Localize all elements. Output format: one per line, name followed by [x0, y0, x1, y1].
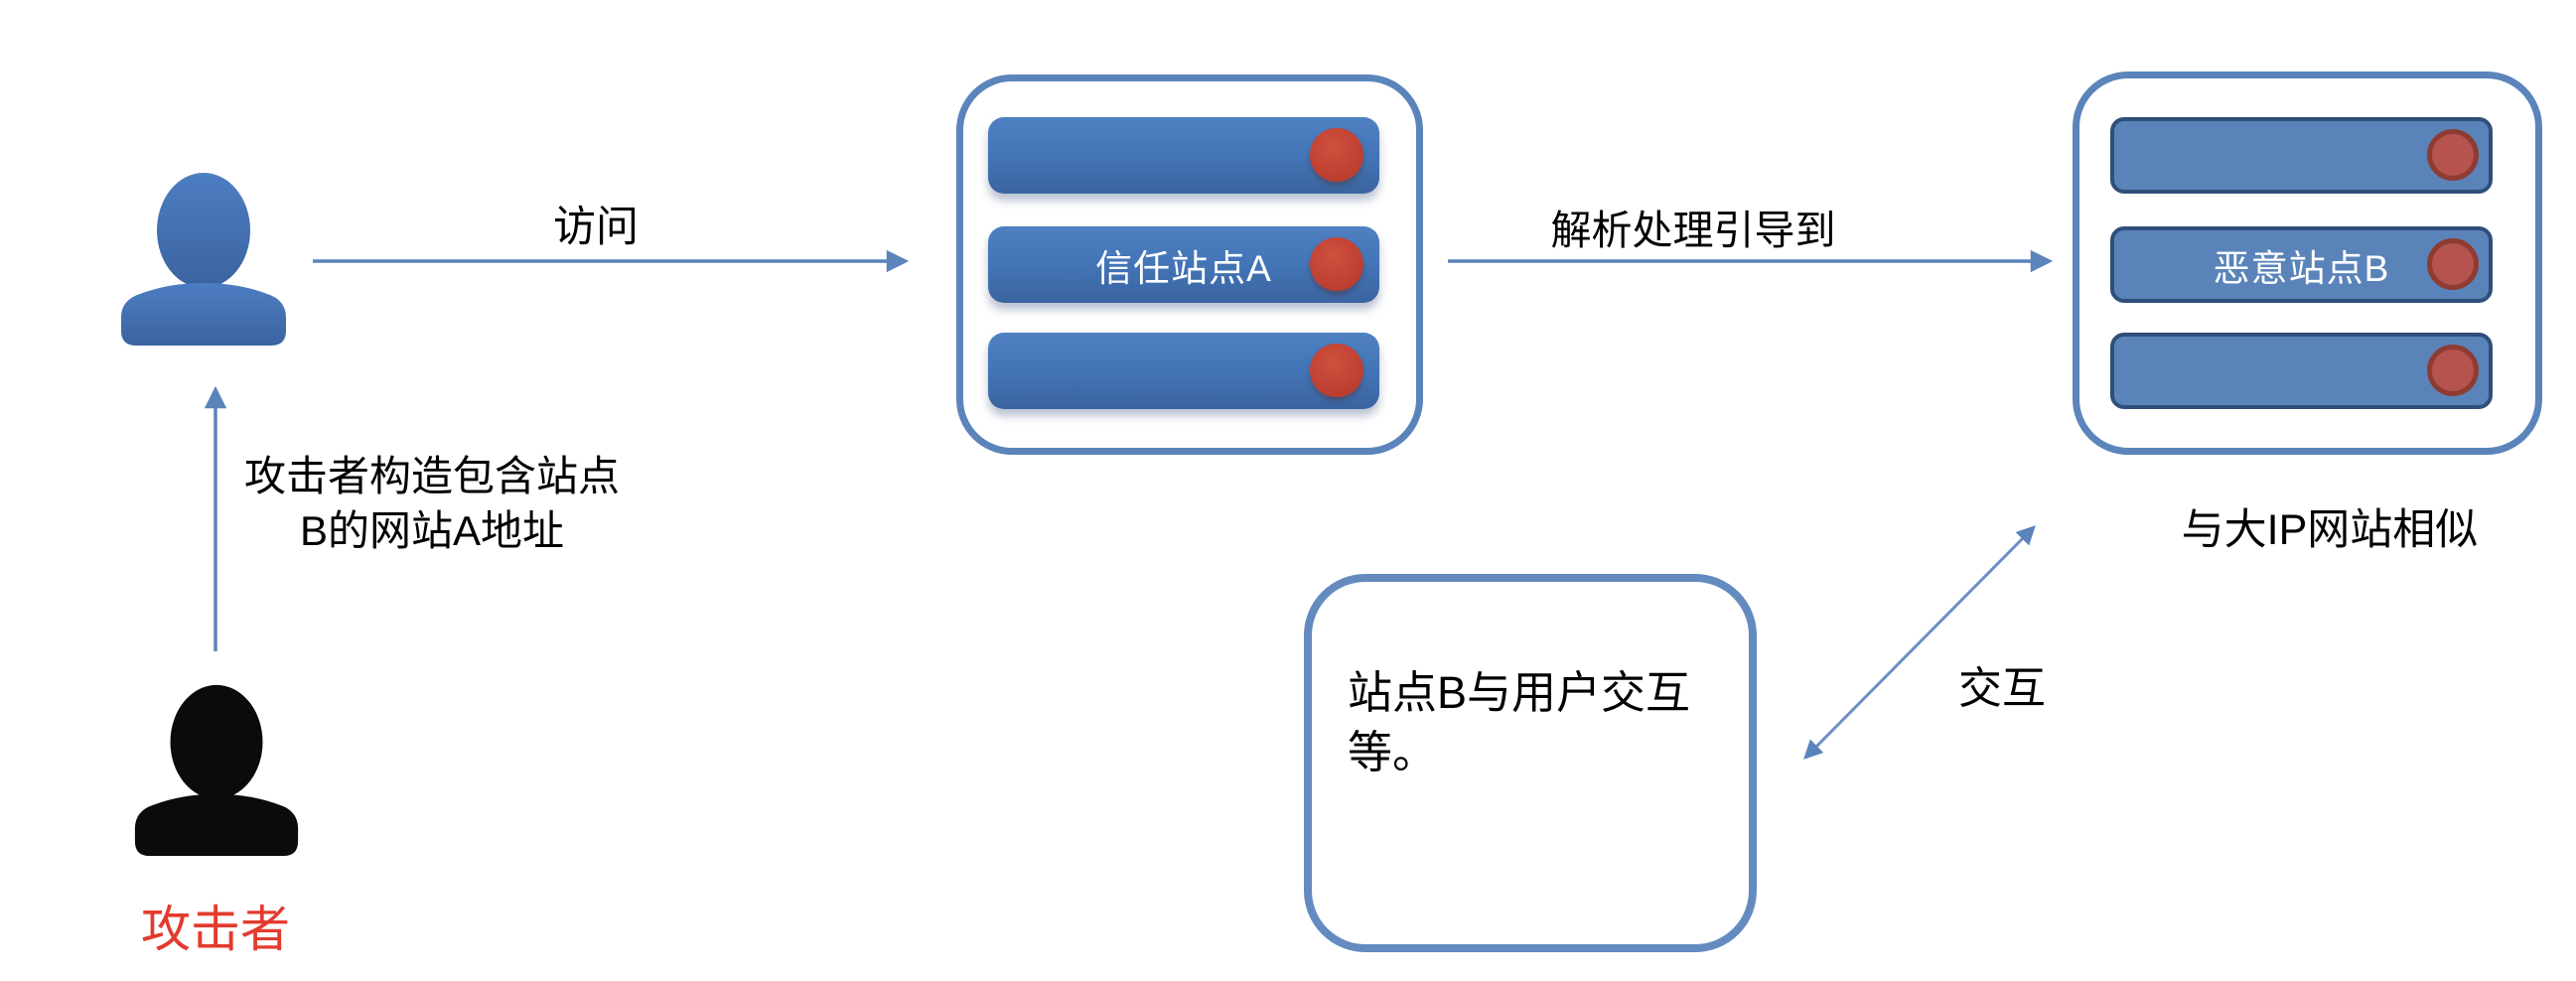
- note-box: 站点B与用户交互 等。: [1304, 574, 1757, 952]
- interact-arrow: [1803, 525, 2036, 760]
- server-b-bar-middle: 恶意站点B: [2110, 226, 2493, 303]
- red-led-icon: [2427, 129, 2479, 181]
- construct-label-line2: B的网站A地址: [299, 507, 565, 554]
- server-b-rack-icon: 恶意站点B: [2073, 71, 2542, 455]
- server-a-bar-middle: 信任站点A: [988, 226, 1379, 303]
- server-b-caption: 与大IP网站相似: [2181, 506, 2479, 554]
- red-led-icon: [2427, 345, 2479, 396]
- visit-arrow-label: 访问: [553, 204, 639, 251]
- server-b-bar-bottom: [2110, 333, 2493, 409]
- server-a-bar-top: [988, 117, 1379, 194]
- attacker-label: 攻击者: [141, 902, 290, 957]
- note-line1: 站点B与用户交互: [1348, 667, 1691, 718]
- server-a-label: 信任站点A: [1095, 247, 1272, 289]
- construct-label-line1: 攻击者构造包含站点: [243, 453, 620, 499]
- note-line2: 等。: [1348, 727, 1438, 777]
- redirect-arrow-label: 解析处理引导到: [1550, 208, 1836, 253]
- construct-arrow-label: 攻击者构造包含站点 B的网站A地址: [228, 449, 636, 558]
- server-a-bar-bottom: [988, 333, 1379, 409]
- server-a-rack-icon: 信任站点A: [956, 74, 1423, 455]
- server-b-label: 恶意站点B: [2213, 247, 2390, 289]
- server-b-bar-top: [2110, 117, 2493, 194]
- user-person-icon: [121, 173, 286, 346]
- red-led-icon: [1310, 344, 1363, 397]
- attacker-person-icon: [134, 684, 299, 857]
- red-led-icon: [2427, 238, 2479, 290]
- interact-arrow-label: 交互: [1958, 664, 2046, 713]
- red-led-icon: [1310, 237, 1363, 291]
- red-led-icon: [1310, 128, 1363, 182]
